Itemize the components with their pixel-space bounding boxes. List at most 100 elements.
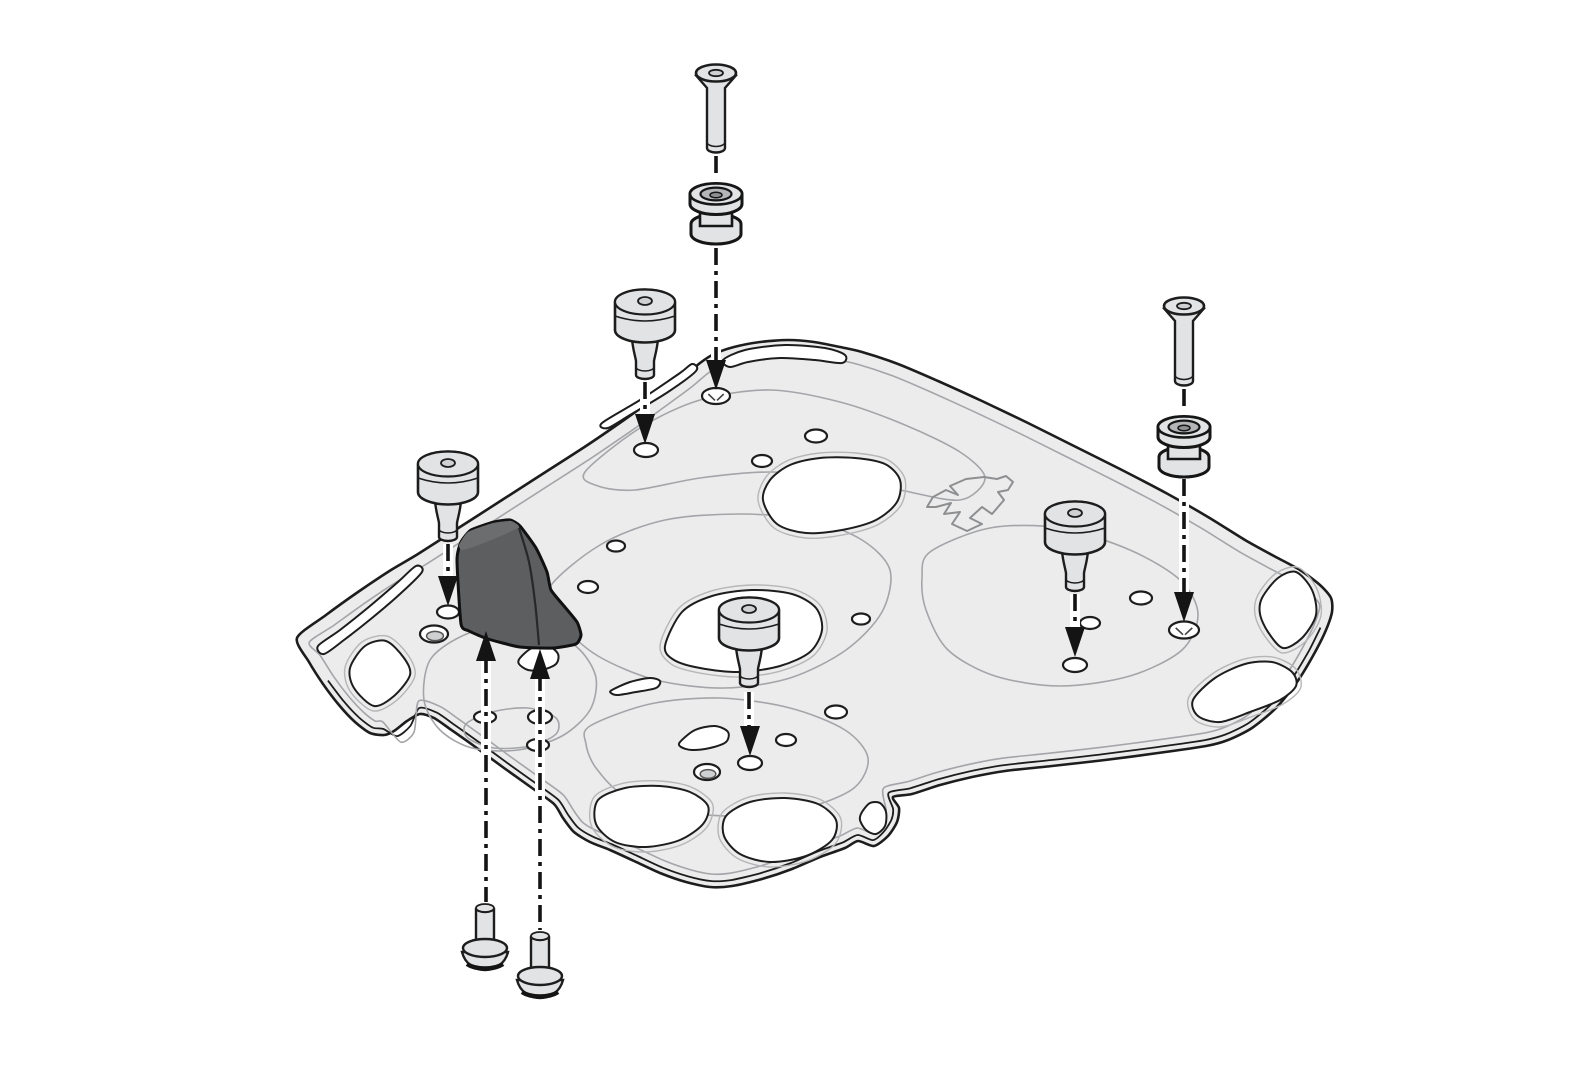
spacer-grommet — [688, 182, 744, 246]
rubber-distance-pad — [455, 518, 583, 650]
direction-arrow — [438, 576, 458, 606]
direction-arrow — [740, 726, 760, 756]
slot-top — [721, 343, 848, 368]
countersink-cone — [1175, 627, 1193, 636]
hole-recess — [699, 768, 717, 780]
hole-rim — [823, 704, 849, 720]
cutout-bottom-right — [721, 796, 838, 864]
head-center-mark — [637, 296, 653, 306]
cutout-right-wing-lower — [1191, 660, 1298, 724]
socket-hole — [700, 386, 732, 406]
direction-arrow — [530, 649, 550, 679]
brand-logo — [926, 475, 1014, 532]
countersunk-hole — [692, 762, 722, 782]
slot-thin-center — [609, 676, 662, 697]
hole-rim — [700, 386, 732, 406]
hole-rim — [605, 539, 627, 553]
cutout-right-wing-upper — [1258, 570, 1318, 650]
thread-line — [1174, 374, 1194, 381]
cutout-right-wing-upper-bevel — [1253, 566, 1323, 654]
countersunk-hole — [418, 624, 450, 644]
hole-rim — [774, 732, 798, 748]
hex-socket — [708, 68, 724, 78]
pocket-contour — [545, 513, 892, 689]
socket-hole — [1167, 620, 1201, 640]
cutout-teardrop — [858, 800, 888, 836]
countersunk-screw — [1161, 296, 1207, 387]
hole-rim — [736, 754, 764, 772]
hole-recess — [425, 630, 445, 642]
hole-rim — [576, 579, 600, 595]
plain-hole — [823, 704, 849, 720]
plain-hole — [1128, 590, 1154, 606]
grommet-bore — [1177, 424, 1191, 432]
screw-shank — [1060, 549, 1090, 593]
head-band — [1044, 527, 1106, 534]
pan-head-screw — [416, 450, 480, 543]
head-bottom-band — [465, 962, 505, 971]
head-band — [417, 477, 479, 484]
plate-edge-thickness — [327, 627, 1322, 883]
cutout-bottom-left — [593, 784, 710, 849]
plain-hole — [850, 612, 872, 626]
target-hole — [736, 754, 764, 772]
thread-line — [739, 674, 759, 680]
plain-hole — [803, 428, 829, 444]
screw-shaft — [693, 74, 739, 154]
head-band — [614, 315, 676, 322]
screw-shaft — [1161, 307, 1207, 387]
cutout-bottom-left-bevel — [588, 780, 715, 853]
target-hole — [632, 441, 660, 459]
hole-rim — [1061, 656, 1089, 674]
head-center-mark — [1067, 508, 1083, 518]
cutout-bottom-right-bevel — [717, 792, 843, 868]
head-center-mark — [741, 604, 757, 614]
button-head-screw — [515, 931, 565, 1000]
pocket-contour — [583, 697, 869, 817]
hole-rim — [435, 604, 461, 620]
head-band — [718, 623, 780, 630]
direction-arrow — [1065, 627, 1085, 657]
pan-head-screw — [717, 596, 781, 689]
pan-head-screw — [1043, 500, 1107, 593]
rack-plate — [295, 338, 1334, 889]
hole-rim — [1128, 590, 1154, 606]
head-center-mark — [440, 458, 456, 468]
spacer-grommet — [1156, 415, 1212, 479]
slot-bottom-middle — [677, 724, 730, 752]
plain-hole — [750, 453, 774, 469]
hex-socket — [1176, 301, 1192, 311]
countersunk-screw — [693, 63, 739, 154]
cutout-center-bevel — [659, 584, 828, 678]
head-flange — [461, 937, 509, 959]
cutout-top-right — [761, 456, 902, 535]
cutout-top-right-bevel — [757, 451, 907, 539]
shank-tip — [475, 903, 495, 913]
head-flange — [516, 965, 564, 987]
hole-rim — [632, 441, 660, 459]
thread-line — [1065, 578, 1085, 584]
pan-head-screw — [613, 288, 677, 381]
pad-crease — [517, 527, 541, 646]
plain-hole — [605, 539, 627, 553]
thread-line — [635, 366, 655, 372]
direction-arrow — [635, 414, 655, 444]
hole-rim — [750, 453, 774, 469]
pad-body — [455, 518, 583, 650]
assembly-guide-lines — [438, 156, 1194, 930]
thread-line — [438, 528, 458, 534]
head-bottom-band — [520, 990, 560, 999]
plain-hole — [774, 732, 798, 748]
shank-tip — [530, 931, 550, 941]
cutout-left-wing-bevel — [343, 634, 416, 712]
target-hole — [435, 604, 461, 620]
screw-shank — [630, 337, 660, 381]
screw-shank — [734, 645, 764, 689]
hole-rim — [850, 612, 872, 626]
button-head-screw — [460, 903, 510, 972]
direction-arrow — [476, 631, 496, 661]
thread-line — [706, 141, 726, 148]
cutout-right-wing-lower-bevel — [1186, 655, 1302, 728]
